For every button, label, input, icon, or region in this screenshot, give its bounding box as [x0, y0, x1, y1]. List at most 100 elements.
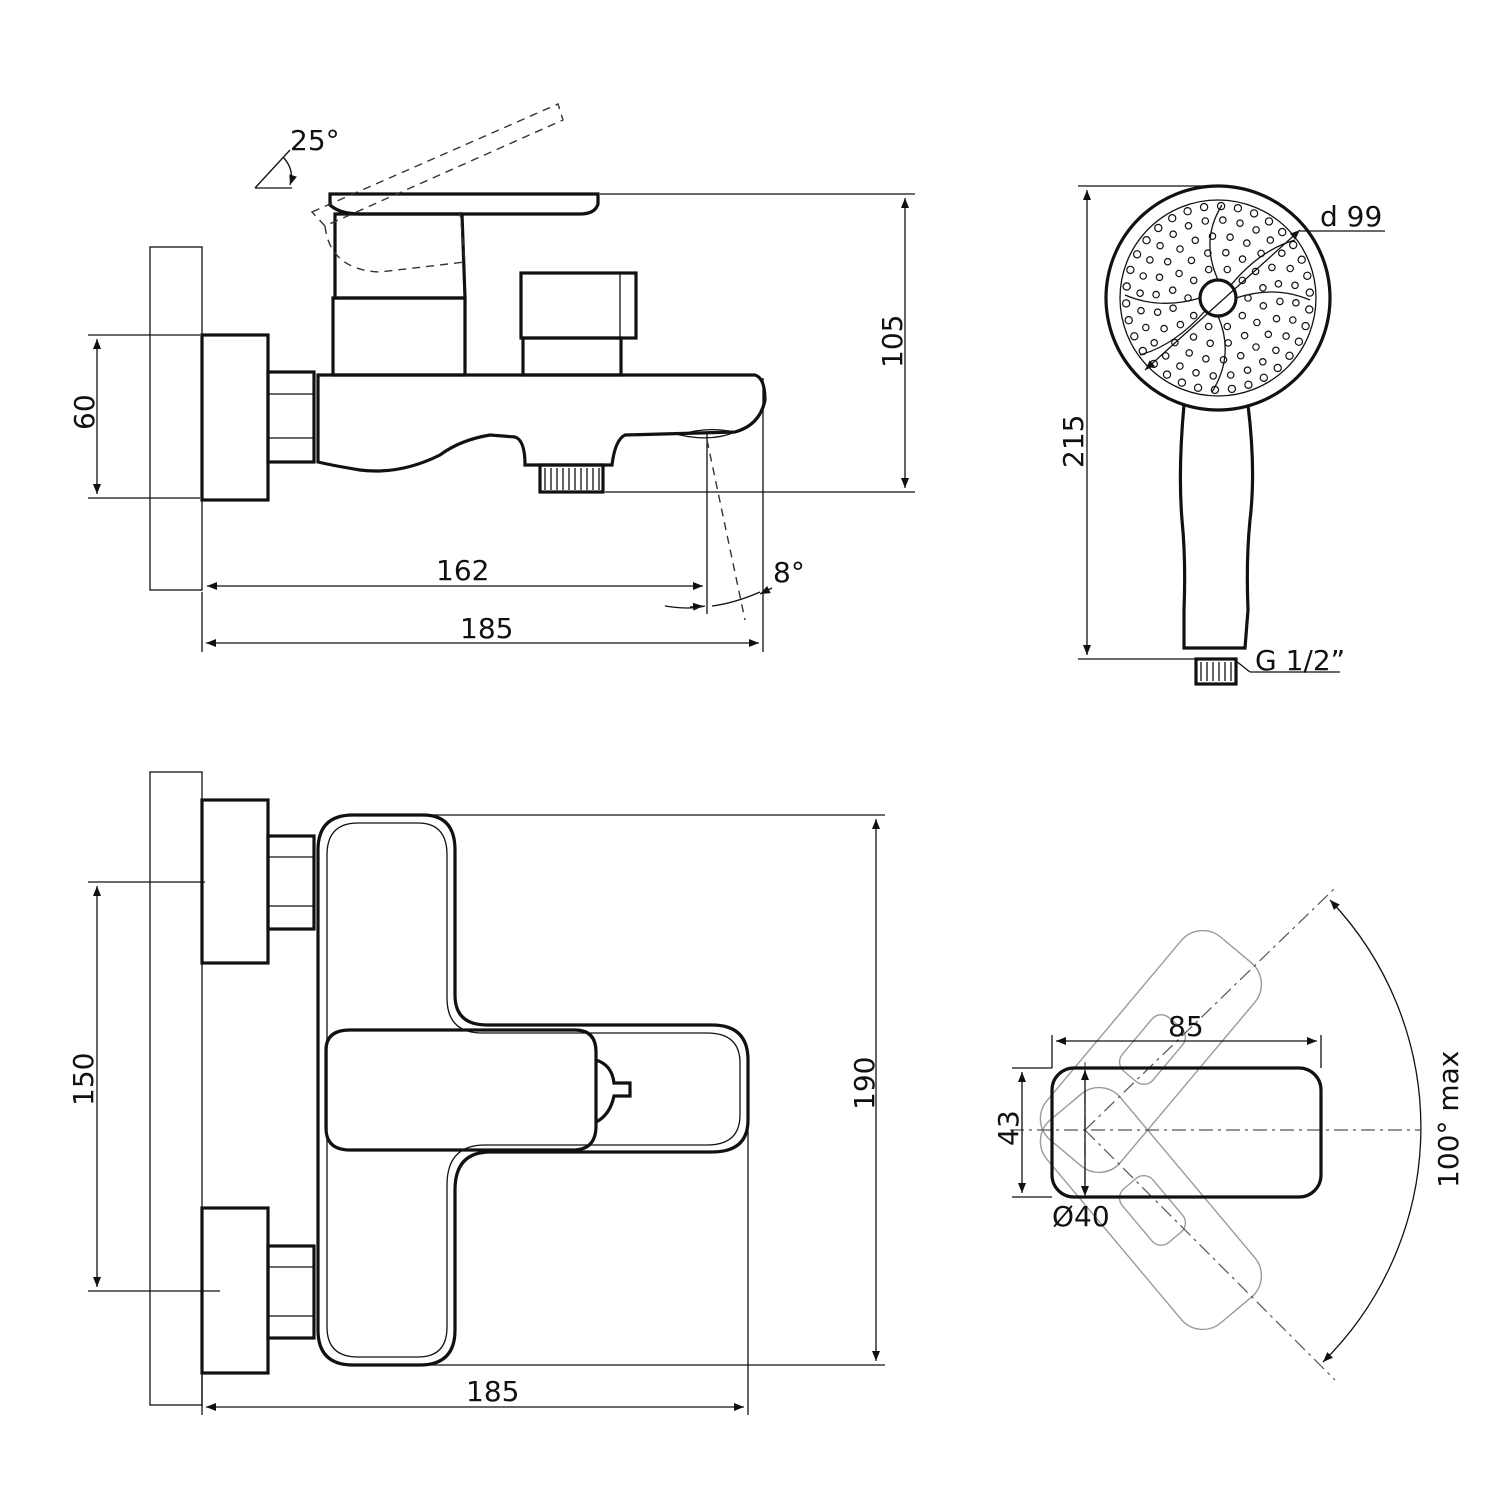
mixer-top-inner	[326, 822, 741, 1358]
lower-nut	[266, 1244, 316, 1340]
nozzle	[1236, 351, 1245, 360]
nozzle	[1238, 311, 1247, 320]
nozzle	[1136, 289, 1144, 298]
inlet-nut	[266, 370, 316, 464]
nozzle	[1227, 384, 1237, 394]
mixer-top-outline	[316, 813, 750, 1367]
nozzle	[1142, 235, 1151, 245]
nozzle	[1252, 343, 1260, 351]
nozzle	[1204, 322, 1213, 331]
nozzle	[1219, 216, 1227, 224]
wall-flange	[200, 333, 270, 502]
spout-aerator	[677, 428, 738, 439]
nozzle	[1274, 279, 1283, 288]
nozzle	[1226, 233, 1234, 242]
top-height-label: 190	[848, 1057, 881, 1110]
shower-thread-label: G 1/2”	[1255, 644, 1345, 677]
nozzle	[1289, 316, 1297, 324]
shower-center-ring	[1198, 278, 1238, 318]
nozzle	[1259, 373, 1269, 382]
nozzle	[1243, 366, 1252, 375]
side-view: 25° 105 60 162 8° 185	[68, 103, 915, 652]
nozzle	[1187, 256, 1196, 265]
nozzle	[1259, 283, 1267, 292]
nozzle	[1185, 349, 1194, 357]
handle-base-label: Ø40	[1052, 1200, 1110, 1233]
nozzle	[1278, 249, 1286, 258]
nozzle	[1249, 209, 1259, 218]
nozzle	[1272, 314, 1281, 323]
nozzle	[1233, 203, 1243, 213]
angle-25-symbol	[254, 149, 297, 189]
nozzle	[1189, 311, 1198, 320]
nozzle	[1124, 316, 1133, 325]
nozzle	[1201, 217, 1210, 225]
nozzle	[1156, 241, 1164, 250]
nozzle	[1301, 321, 1310, 331]
nozzle	[1259, 357, 1267, 366]
nozzle	[1226, 371, 1235, 379]
nozzle	[1253, 318, 1261, 327]
nozzle	[1153, 308, 1162, 317]
center-line-up	[1084, 887, 1336, 1131]
nozzle	[1192, 368, 1200, 377]
nozzle	[1282, 332, 1290, 340]
nozzle	[1291, 281, 1299, 290]
spout-reach-label: 162	[436, 554, 489, 587]
nozzle	[1268, 263, 1276, 272]
nozzle	[1305, 288, 1315, 297]
nozzle	[1294, 337, 1304, 346]
wall-section	[149, 246, 203, 591]
nozzle	[1121, 299, 1131, 308]
handle-width-label: 43	[992, 1110, 1025, 1146]
nozzle	[1176, 320, 1185, 329]
nozzle	[1252, 226, 1260, 234]
nozzle	[1154, 223, 1163, 233]
angle-8-arc	[664, 591, 761, 609]
rotation-arc	[1322, 899, 1422, 1363]
nozzle	[1240, 331, 1249, 340]
nozzle	[1122, 282, 1131, 291]
nozzle	[1193, 383, 1203, 392]
wall-section-top	[149, 771, 203, 1406]
nozzle	[1238, 255, 1247, 263]
nozzle	[1150, 338, 1159, 347]
mixer-body	[316, 373, 767, 473]
nozzle	[1206, 339, 1215, 348]
handle-rotated-outlines	[1039, 929, 1263, 1331]
nozzle	[1286, 264, 1295, 273]
nozzle	[1175, 269, 1183, 278]
top-view: 150 190 185	[67, 771, 885, 1415]
lever-handle	[328, 192, 600, 216]
hand-shower-view: d 99 215 G 1/2”	[1057, 184, 1385, 686]
shower-thread	[1194, 657, 1238, 686]
upper-nut	[266, 834, 316, 931]
lever-angle-label: 25°	[290, 124, 340, 157]
nozzle	[1183, 206, 1192, 216]
nozzle	[1168, 286, 1177, 295]
nozzle	[1209, 372, 1218, 380]
nozzle	[1142, 323, 1150, 332]
nozzle	[1199, 202, 1209, 212]
nozzle	[1146, 256, 1154, 264]
handle-rotation-view: 85 43 Ø40 100° max	[992, 887, 1465, 1381]
outlet-thread	[538, 463, 605, 494]
nozzle	[1169, 304, 1177, 313]
nozzle	[1191, 236, 1200, 245]
nozzle	[1176, 362, 1184, 370]
nozzle	[1264, 217, 1274, 226]
nozzle	[1243, 239, 1251, 247]
nozzle	[1292, 298, 1300, 307]
nozzle	[1152, 290, 1160, 299]
nozzle	[1137, 306, 1145, 315]
upper-flange	[200, 798, 270, 965]
handle-top	[1050, 1066, 1323, 1199]
nozzle	[1266, 236, 1275, 244]
shower-handle	[1178, 404, 1255, 650]
nozzle	[1303, 271, 1312, 280]
top-depth-label: 185	[466, 1375, 519, 1408]
nozzle	[1223, 322, 1232, 331]
nozzle	[1177, 378, 1187, 387]
inlet-height-label: 60	[68, 394, 101, 430]
